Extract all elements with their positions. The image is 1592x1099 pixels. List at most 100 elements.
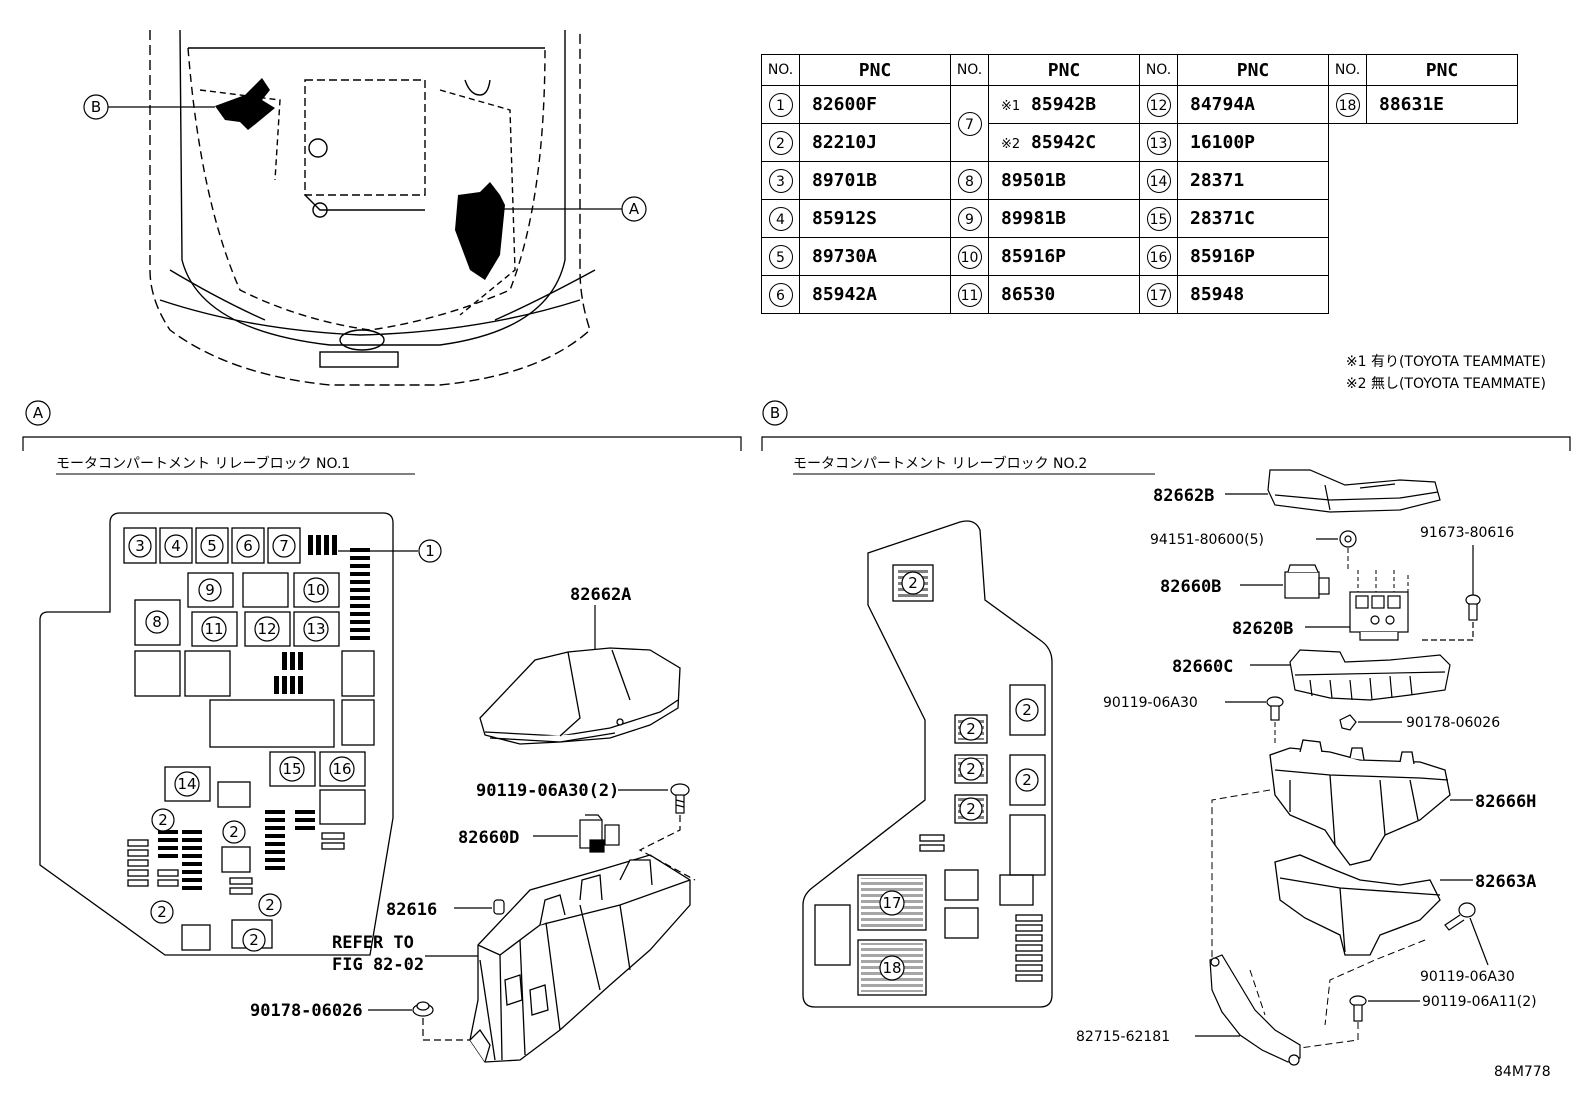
row-no-5: 5 (768, 244, 793, 269)
svg-text:10: 10 (306, 581, 325, 599)
svg-text:9: 9 (205, 581, 215, 599)
row-no-3: 3 (768, 168, 793, 193)
row-no-10: 10 (957, 244, 982, 269)
part-82660d-label: 82660D (458, 828, 519, 848)
svg-text:6: 6 (243, 537, 253, 555)
row-no-18: 18 (1335, 92, 1360, 117)
svg-text:2: 2 (966, 760, 976, 778)
relay-block-1-layout (39, 512, 394, 956)
section-b-marker: B (770, 404, 780, 422)
block2-num-2d: 2 (959, 717, 983, 741)
row-no-9: 9 (957, 206, 982, 231)
svg-text:14: 14 (177, 775, 196, 793)
block1-num-10: 10 (303, 577, 329, 603)
svg-text:2: 2 (158, 811, 168, 829)
svg-text:2: 2 (229, 823, 239, 841)
svg-text:2: 2 (966, 800, 976, 818)
svg-text:2: 2 (908, 574, 918, 592)
relay-block-1-fuses (158, 535, 370, 890)
svg-text:3: 3 (135, 537, 145, 555)
part-90178-06026-b-label: 90178-06026 (1406, 715, 1500, 731)
svg-text:15: 15 (282, 760, 301, 778)
block2-num-2e: 2 (959, 757, 983, 781)
svg-text:17: 17 (882, 894, 901, 912)
svg-text:11: 11 (204, 620, 223, 638)
svg-text:2: 2 (1022, 701, 1032, 719)
block1-num-16: 16 (329, 756, 355, 782)
part-refer-to-label: REFER TO (332, 933, 414, 953)
section-a-title: モータコンパートメント リレーブロック NO.1 (56, 455, 350, 472)
stay-82715-62181-drawing (1209, 954, 1301, 1066)
row-pnc-6: 85942A (799, 275, 951, 314)
svg-text:7: 7 (279, 537, 289, 555)
svg-text:2: 2 (249, 931, 259, 949)
figure-code: 84M778 (1494, 1064, 1551, 1080)
screw-91673-80616-drawing (1465, 594, 1481, 621)
table-row: 1 82600F 7 ※1 85942B 12 84794A 18 88631E (761, 85, 1518, 162)
row-pnc-1: 82600F (799, 85, 951, 124)
row-pnc-17: 85948 (1177, 275, 1329, 314)
part-82663a-label: 82663A (1475, 872, 1536, 892)
row-pnc-13: 16100P (1177, 123, 1329, 162)
part-82660b-label: 82660B (1160, 577, 1221, 597)
section-b-title: モータコンパートメント リレーブロック NO.2 (793, 455, 1087, 472)
note-mark-1: ※1 (1001, 99, 1021, 114)
block1-num-2a: 2 (151, 808, 175, 832)
block1-num-2d: 2 (150, 900, 174, 924)
pnc-table: NO. PNC NO. PNC NO. PNC NO. PNC 1 82600F… (761, 54, 1518, 314)
row-pnc-11: 86530 (988, 275, 1140, 314)
lower-82663a-drawing (1274, 854, 1441, 956)
clip-82616-drawing (493, 899, 505, 915)
part-82715-62181-label: 82715-62181 (1076, 1029, 1170, 1045)
car-outline (149, 29, 596, 386)
svg-text:18: 18 (882, 959, 901, 977)
callout-a-label: A (629, 200, 640, 218)
table-row: 4 85912S 9 89981B 15 28371C (761, 199, 1518, 238)
block1-num-2b: 2 (222, 820, 246, 844)
header-pnc-4: PNC (1366, 54, 1518, 86)
cover-82662b-drawing (1267, 469, 1441, 513)
table-row: 5 89730A 10 85916P 16 85916P (761, 237, 1518, 276)
bolt-90119-06a30-b-drawing (1266, 696, 1284, 721)
grommet-94151-80600-drawing (1339, 530, 1357, 548)
row-no-14: 14 (1146, 168, 1171, 193)
row-pnc-3: 89701B (799, 161, 951, 200)
block1-num-3: 3 (128, 534, 152, 558)
block1-num-15: 15 (279, 756, 305, 782)
row-pnc-12: 84794A (1177, 85, 1329, 124)
block1-num-8: 8 (145, 610, 169, 634)
relay-block-1-numbers: 3 4 5 6 7 9 10 8 11 12 13 14 15 16 2 2 2… (128, 534, 442, 952)
row-no-7: 7 (957, 111, 982, 136)
svg-text:12: 12 (257, 620, 276, 638)
relay-box-1-housing-drawing (469, 854, 691, 1063)
row-no-13: 13 (1146, 130, 1171, 155)
legend-note-1: ※1 有り(TOYOTA TEAMMATE) (1345, 354, 1546, 370)
svg-text:13: 13 (306, 620, 325, 638)
block1-num-2c: 2 (258, 893, 282, 917)
part-82666h-label: 82666H (1475, 792, 1536, 812)
svg-text:16: 16 (332, 760, 351, 778)
relay-block-2-numbers: 2 2 2 2 2 2 17 18 (879, 571, 1039, 981)
relay-block-a-location (455, 182, 505, 280)
relay-block-b-location (215, 78, 275, 130)
part-82660c-label: 82660C (1172, 657, 1233, 677)
row-no-2: 2 (768, 130, 793, 155)
block1-num-5: 5 (200, 534, 224, 558)
row-pnc-10: 85916P (988, 237, 1140, 276)
header-pnc-1: PNC (799, 54, 951, 86)
header-no-1: NO. (761, 54, 800, 86)
row-pnc-7b: 85942C (1031, 132, 1097, 153)
block1-num-6: 6 (236, 534, 260, 558)
part-90119-06a11-label: 90119-06A11(2) (1422, 994, 1537, 1010)
row-no-1: 1 (768, 92, 793, 117)
header-no-3: NO. (1139, 54, 1178, 86)
block1-num-7: 7 (272, 534, 296, 558)
svg-text:2: 2 (265, 896, 275, 914)
bracket-82620b-drawing (1349, 591, 1409, 641)
block2-num-2a: 2 (901, 571, 925, 595)
header-no-4: NO. (1328, 54, 1367, 86)
row-pnc-14: 28371 (1177, 161, 1329, 200)
nut-90178-06026-drawing (412, 1001, 434, 1017)
part-91673-80616-label: 91673-80616 (1420, 525, 1514, 541)
